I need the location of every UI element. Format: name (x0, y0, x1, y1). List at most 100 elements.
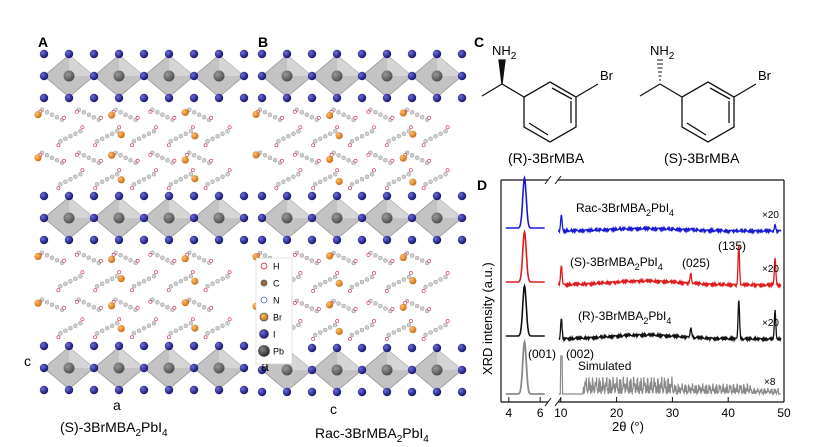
carbon-atom (210, 281, 215, 286)
octahedron-face (337, 197, 362, 218)
carbon-atom (354, 136, 360, 141)
carbon-atom (49, 155, 55, 160)
hydrogen-atom (311, 337, 316, 341)
hydrogen-atom (148, 252, 153, 257)
octahedron-face (337, 349, 362, 370)
carbon-atom (299, 110, 304, 115)
trace-scale-label: ×20 (762, 318, 779, 329)
hydrogen-atom (408, 271, 413, 275)
carbon-atom (391, 179, 396, 184)
iodine-atom (357, 343, 367, 353)
lead-atom (431, 70, 443, 82)
carbon-atom (443, 322, 448, 328)
bromine-atom (34, 252, 42, 261)
carbon-atom (443, 274, 448, 280)
carbon-atom (443, 172, 448, 177)
carbon-atom (304, 255, 309, 261)
lead-atom (281, 70, 293, 82)
iodine-atom (357, 213, 367, 223)
bromine-atom (399, 109, 407, 117)
carbon-atom (281, 179, 286, 184)
carbon-atom (406, 274, 411, 280)
carbon-atom (386, 284, 391, 290)
carbon-atom (86, 255, 92, 260)
carbon-atom (141, 177, 147, 182)
hydrogen-atom (148, 152, 153, 157)
panel-b-letter: B (258, 34, 268, 50)
carbon-atom (168, 182, 174, 187)
bromine-atom (181, 255, 189, 263)
carbon-atom (136, 328, 142, 333)
iodine-atom (307, 49, 317, 59)
iodine-atom (432, 343, 442, 353)
carbon-atom (373, 253, 378, 258)
carbon-atom (401, 174, 406, 179)
carbon-atom (318, 179, 323, 184)
hydrogen-atom (311, 289, 316, 293)
trace-label: (S)-3BrMBA2PbI4 (570, 255, 663, 272)
hydrogen-atom (329, 152, 334, 157)
panel-c-letter: C (474, 34, 484, 50)
iodine-atom (407, 93, 417, 103)
carbon-atom (423, 182, 428, 187)
iodine-atom (164, 385, 174, 395)
hydrogen-atom (384, 143, 389, 148)
carbon-atom (396, 134, 401, 139)
bromine-atom (252, 151, 260, 159)
iodine-atom (307, 387, 317, 397)
bromine-atom (335, 177, 343, 186)
carbon-atom (155, 300, 160, 305)
hydrogen-atom (172, 158, 177, 163)
carbon-atom (296, 274, 301, 280)
bromine-atom (108, 302, 116, 310)
iodine-atom (89, 93, 99, 103)
carbon-atom (215, 279, 220, 284)
hydrogen-atom (427, 115, 432, 120)
hydrogen-atom (135, 258, 140, 263)
carbon-atom (313, 139, 318, 144)
hydrogen-atom (74, 109, 79, 114)
amine-label-r: NH2 (492, 43, 517, 62)
iodine-atom (407, 71, 417, 81)
iodine-atom (39, 385, 49, 395)
iodine-atom (139, 235, 149, 245)
bond-br-r (575, 83, 599, 98)
carbon-atom (146, 276, 152, 281)
lead-atom (281, 364, 293, 376)
carbon-atom (341, 155, 346, 160)
iodine-atom (457, 71, 467, 81)
lead-atom (113, 212, 125, 224)
lead-atom (213, 212, 225, 224)
hydrogen-atom (298, 319, 303, 323)
carbon-atom (415, 112, 420, 117)
x-tick-label: 50 (777, 406, 791, 420)
iodine-atom (139, 191, 149, 201)
hydrogen-atom (427, 259, 432, 263)
carbon-atom (309, 158, 314, 163)
trace-scale-label: ×20 (762, 264, 779, 275)
hydrogen-atom (445, 125, 450, 130)
halogen-label-s: Br (758, 68, 772, 83)
carbon-atom (196, 112, 202, 117)
hydrogen-atom (227, 125, 232, 130)
annotation-002: (002) (566, 347, 594, 361)
carbon-atom (91, 305, 97, 310)
carbon-atom (433, 279, 438, 285)
carbon-atom (215, 134, 220, 139)
iodine-atom (432, 235, 442, 245)
lead-atom (163, 212, 175, 224)
carbon-atom (383, 306, 388, 311)
iodine-atom (257, 213, 267, 223)
hydrogen-atom (190, 125, 195, 130)
iodine-atom (114, 341, 124, 351)
carbon-atom (333, 274, 338, 280)
carbon-atom (78, 172, 83, 177)
octahedron-face (119, 197, 144, 218)
iodine-atom (457, 387, 467, 397)
lead-atom (63, 212, 75, 224)
iodine-atom (407, 235, 417, 245)
carbon-atom (401, 277, 406, 282)
bromine-atom (326, 111, 334, 120)
